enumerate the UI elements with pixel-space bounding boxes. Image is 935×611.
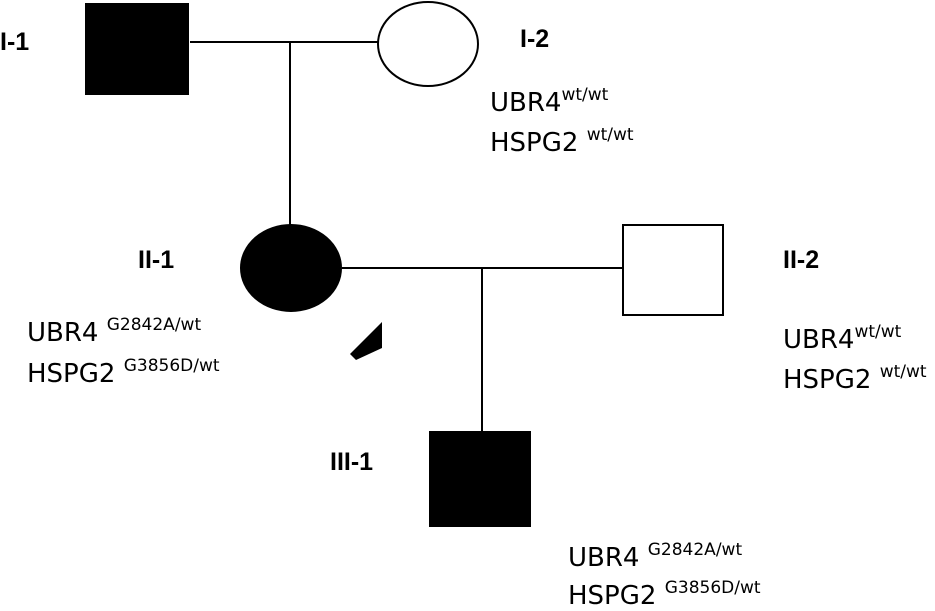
genotype-I-2-ubr4: UBR4wt/wt (490, 85, 609, 118)
individual-II-2-symbol (622, 224, 724, 316)
proband-arrow-icon (350, 322, 382, 360)
genotype-III-1-ubr4: UBR4 G2842A/wt (568, 540, 743, 573)
label-III-1: III-1 (330, 448, 373, 476)
genotype-II-1-hspg2: HSPG2 G3856D/wt (27, 356, 220, 389)
label-I-1: I-1 (0, 28, 29, 56)
label-II-2: II-2 (783, 246, 819, 274)
individual-I-2-symbol (377, 1, 479, 87)
label-I-2: I-2 (520, 25, 549, 53)
genotype-II-2-ubr4: UBR4wt/wt (783, 322, 902, 355)
individual-I-1-symbol (85, 3, 189, 95)
individual-II-1-symbol (240, 224, 342, 312)
genotype-II-2-hspg2: HSPG2 wt/wt (783, 362, 927, 395)
genotype-I-2-hspg2: HSPG2 wt/wt (490, 125, 634, 158)
label-II-1: II-1 (138, 246, 174, 274)
genotype-III-1-hspg2: HSPG2 G3856D/wt (568, 578, 761, 611)
individual-III-1-symbol (429, 431, 531, 527)
genotype-II-1-ubr4: UBR4 G2842A/wt (27, 315, 202, 348)
